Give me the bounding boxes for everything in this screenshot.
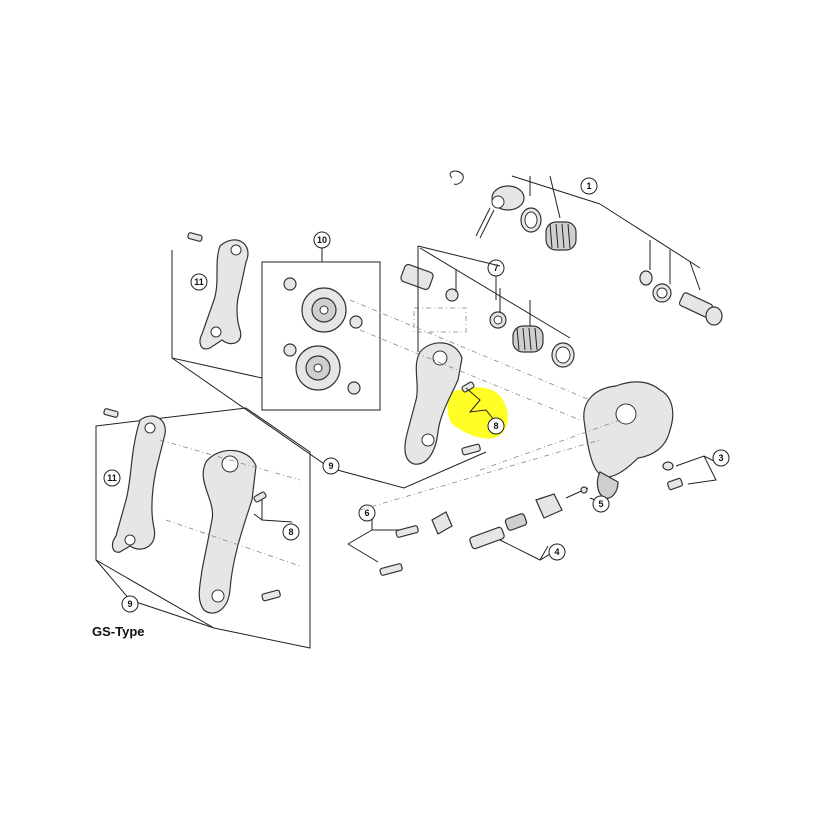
- callout-8-gs-circle: [282, 523, 300, 541]
- pulley-upper: [301, 287, 347, 333]
- callout-9-main: 9: [328, 461, 333, 471]
- main-cage-group: 11 10 8 9: [171, 231, 505, 489]
- part-5-group: 5: [565, 486, 610, 513]
- callout-11-main: 11: [194, 277, 204, 287]
- callout-3-circle: [712, 449, 730, 467]
- part-3-group: 3: [662, 449, 730, 491]
- callout-8-main: 8: [493, 421, 498, 431]
- callout-11-gs-circle: [103, 469, 121, 487]
- callout-4: 4: [554, 547, 559, 557]
- derailleur-body: [583, 381, 674, 499]
- callout-10: 10: [317, 235, 327, 245]
- part-7-group: 7: [400, 247, 575, 368]
- callout-5: 5: [598, 499, 603, 509]
- callout-9-main-circle: [322, 457, 340, 475]
- pulley-lower: [295, 345, 341, 391]
- gs-type-label: GS-Type: [92, 624, 145, 639]
- part-4-group: 4: [469, 493, 566, 561]
- gs-type-group: 11 8 9 GS-Type: [92, 407, 311, 649]
- callout-7: 7: [493, 263, 498, 273]
- callout-8-gs: 8: [288, 527, 293, 537]
- callout-9-gs: 9: [127, 599, 132, 609]
- callout-11-main-circle: [190, 273, 208, 291]
- callout-3: 3: [718, 453, 723, 463]
- callout-1: 1: [586, 181, 591, 191]
- callout-8-main-circle: [487, 417, 505, 435]
- part-1-group: 1: [449, 170, 723, 326]
- callout-5-circle: [592, 495, 610, 513]
- callout-6: 6: [364, 508, 369, 518]
- part-6-group: 6: [347, 504, 453, 576]
- callout-9-gs-circle: [121, 595, 139, 613]
- callout-11-gs: 11: [107, 473, 117, 483]
- callout-4-circle: [548, 543, 566, 561]
- callout-1-circle: [580, 177, 598, 195]
